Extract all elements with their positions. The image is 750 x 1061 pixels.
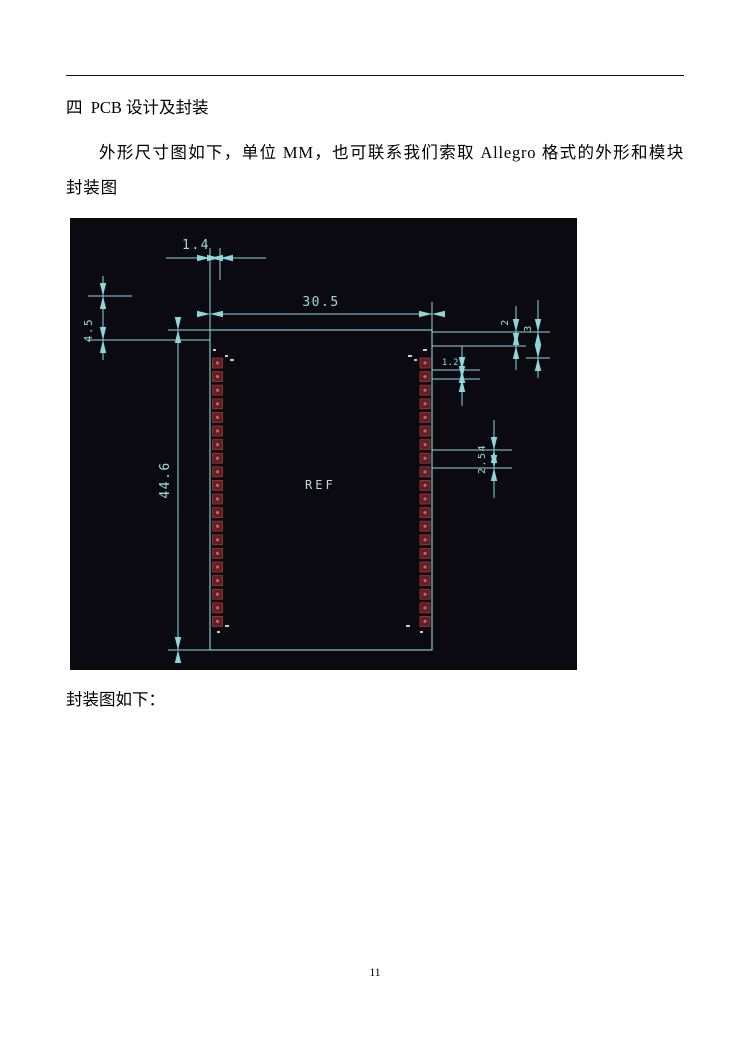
- figure-caption: 封装图如下：: [66, 690, 165, 709]
- dim-label-edge-top-left: 4.5: [82, 318, 95, 342]
- dim-label-edge-right-a: 2: [500, 318, 511, 326]
- dim-label-pitch: 1.27: [442, 358, 464, 368]
- dimension-drawing: 1.4 30.5 44.6 4.5 2 3 1.27 2.54 REF: [70, 218, 577, 670]
- dimension-labels: 1.4 30.5 44.6 4.5 2 3 1.27 2.54 REF: [82, 238, 534, 499]
- dim-label-edge-right-b: 3: [523, 324, 534, 332]
- pin-number-marks: [213, 349, 427, 633]
- dim-label-height: 44.6: [158, 461, 173, 498]
- page-number: 11: [369, 967, 381, 979]
- ref-label: REF: [305, 478, 336, 492]
- dimension-figure: 1.4 30.5 44.6 4.5 2 3 1.27 2.54 REF: [70, 218, 577, 670]
- section-heading: 四 PCB 设计及封装: [66, 98, 209, 117]
- header-rule: [66, 75, 684, 76]
- module-outline: [209, 329, 433, 651]
- dim-label-pad-offset: 1.4: [182, 238, 210, 253]
- drawing-background: [70, 218, 577, 670]
- dim-label-width: 30.5: [302, 295, 339, 310]
- dim-label-pad-spacing: 2.54: [477, 444, 488, 474]
- body-paragraph: 外形尺寸图如下，单位 MM，也可联系我们索取 Allegro 格式的外形和模块封…: [66, 143, 684, 197]
